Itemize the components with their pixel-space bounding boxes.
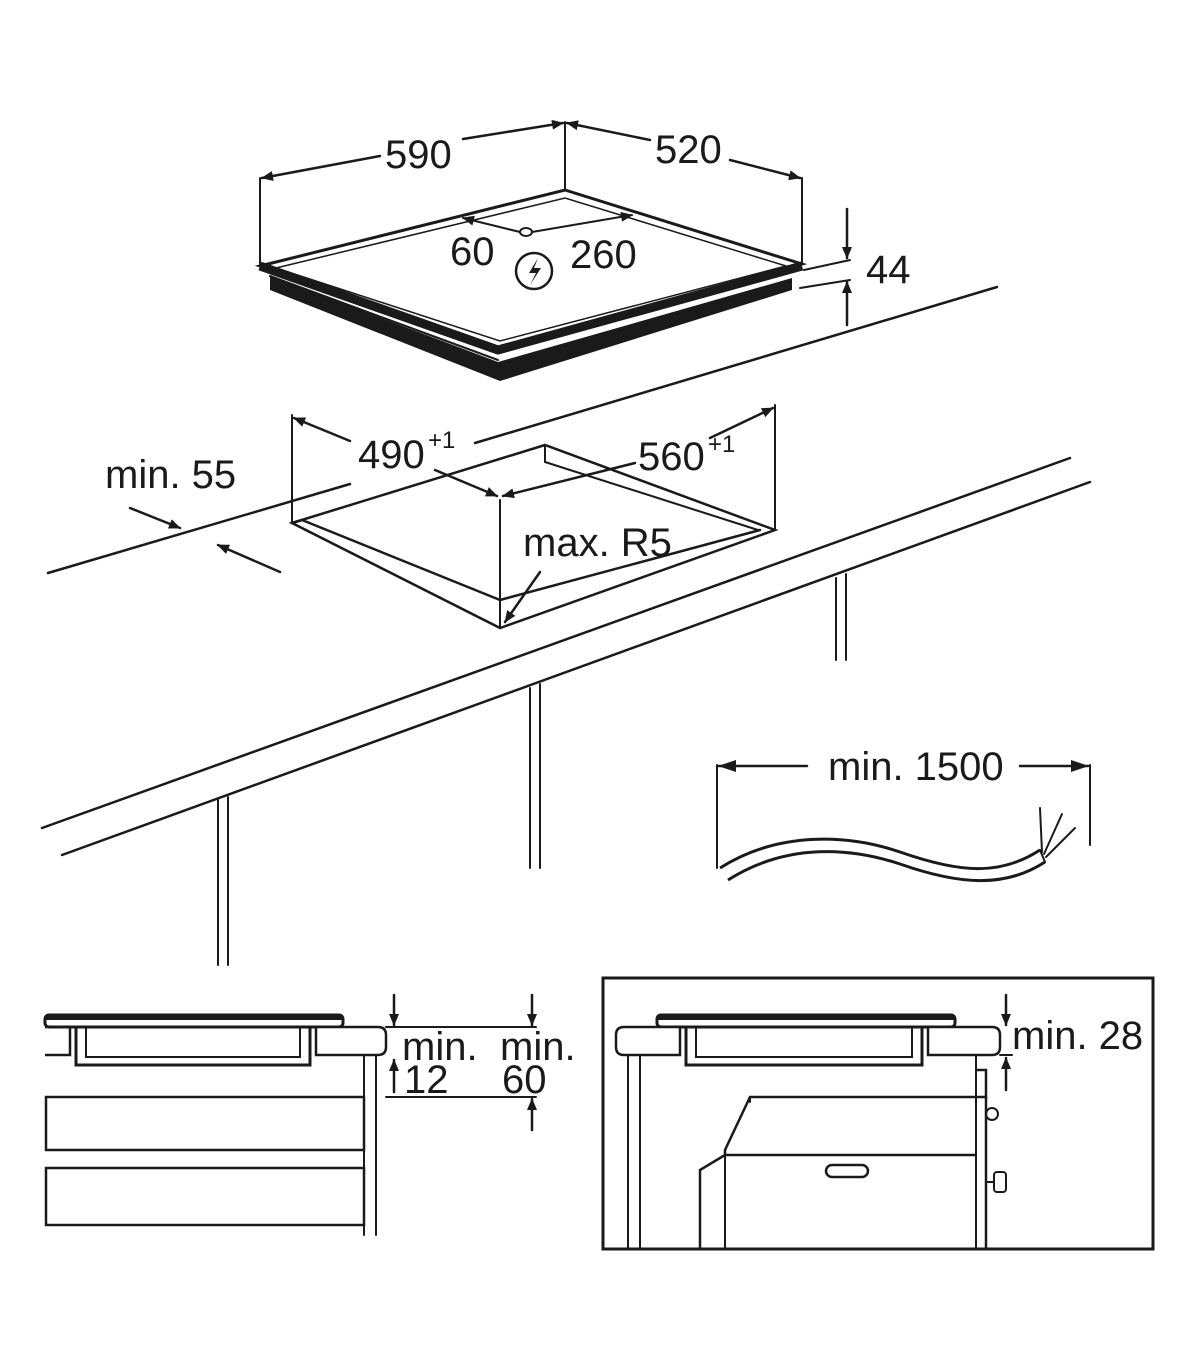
cutout-width-label: 490: [358, 433, 425, 477]
lightning-in-circle-icon: [514, 251, 554, 291]
connection-offset-label: 60: [450, 230, 495, 274]
oven-knob-top: [985, 1107, 999, 1121]
oven-handle: [824, 1163, 870, 1179]
connection-distance-label: 260: [570, 233, 637, 277]
section-right-frame: [601, 976, 1155, 1251]
clearance-value: 60: [502, 1058, 547, 1102]
gap-label: min.: [402, 1025, 478, 1069]
worktop-drawing: 490 +1 560 +1 min. 55 max. R5: [40, 285, 1092, 966]
hob-rim: [258, 261, 804, 355]
hob-depth-label: 520: [655, 128, 722, 172]
gap-value: 12: [404, 1058, 449, 1102]
hob-height-label: 44: [866, 248, 911, 292]
oven-knob: [993, 1171, 1007, 1193]
cutout-depth-tolerance: +1: [708, 431, 735, 458]
hob-drawing: 590 520 60 260 44: [254, 119, 911, 381]
section-left: min. 12 min. 60: [43, 993, 576, 1236]
cutout-width-tolerance: +1: [428, 427, 455, 454]
cable: [719, 837, 1041, 871]
corner-radius-label: max. R5: [523, 521, 672, 565]
section-right: min. 28: [601, 976, 1155, 1251]
cable-length-label: min. 1500: [828, 745, 1004, 789]
connection-point: [519, 227, 533, 237]
hob-width-label: 590: [385, 133, 452, 177]
cutout-depth-label: 560: [638, 435, 705, 479]
front-edge-label: min. 55: [105, 453, 236, 497]
cable-drawing: min. 1500: [716, 745, 1091, 883]
clearance-label: min.: [500, 1025, 576, 1069]
hob-body: [270, 276, 792, 381]
right-clearance-label: min. 28: [1012, 1014, 1143, 1058]
